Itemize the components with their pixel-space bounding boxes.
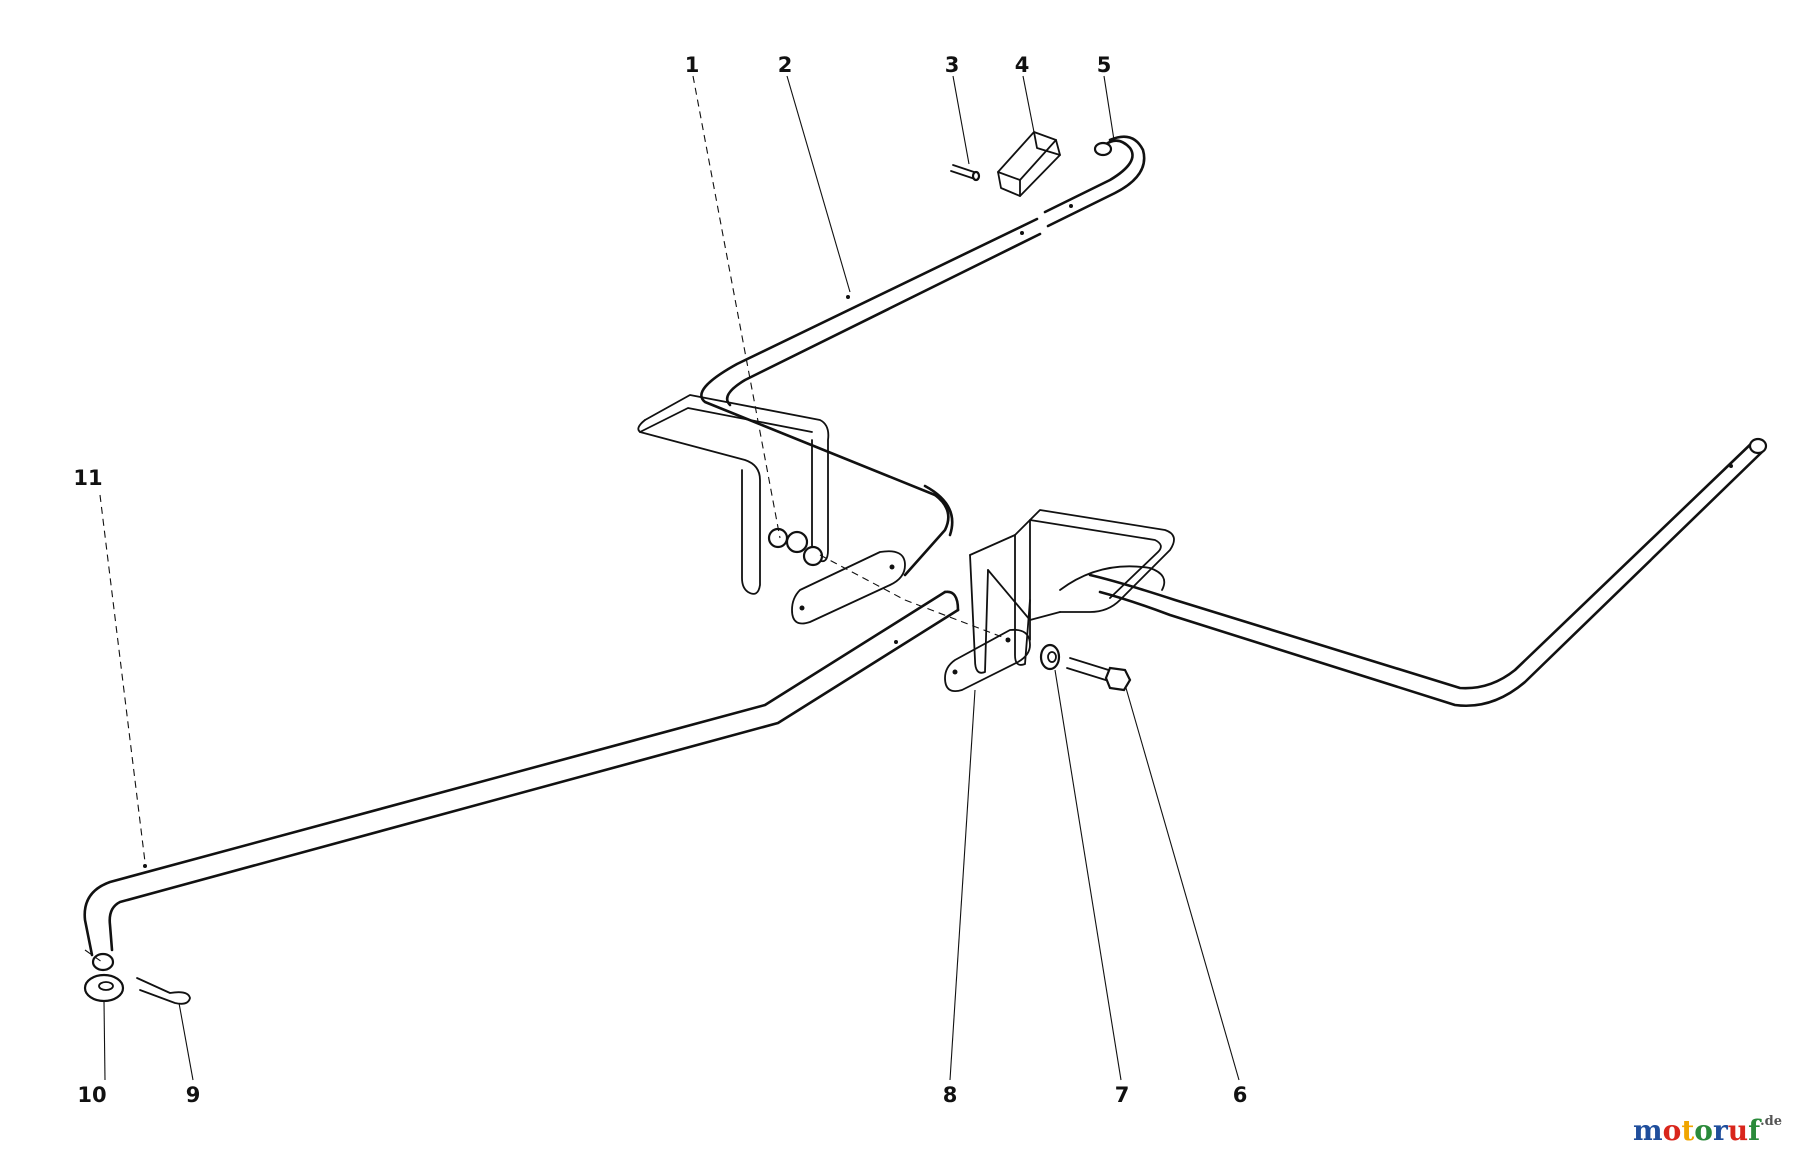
callout-10: 10 bbox=[77, 1083, 106, 1107]
watermark-logo: motoruf.de bbox=[1633, 1114, 1782, 1147]
flat-washer bbox=[83, 973, 125, 1003]
clip bbox=[997, 131, 1061, 197]
watermark-letter: u bbox=[1727, 1114, 1749, 1147]
right-link-plate bbox=[944, 628, 1031, 693]
assembly-lines bbox=[84, 554, 1011, 963]
callout-6: 6 bbox=[1233, 1083, 1248, 1107]
callout-numbers: 1 2 3 4 5 6 7 8 9 10 11 bbox=[73, 53, 1247, 1107]
watermark-letter: o bbox=[1694, 1114, 1713, 1147]
pin bbox=[950, 164, 981, 182]
left-handle-bracket bbox=[637, 394, 830, 595]
callout-9: 9 bbox=[186, 1083, 201, 1107]
watermark-letter: o bbox=[1662, 1114, 1682, 1147]
watermark-suffix: .de bbox=[1760, 1114, 1782, 1129]
watermark-letter: t bbox=[1681, 1114, 1695, 1147]
lower-handle-bar bbox=[83, 590, 960, 972]
bolt bbox=[1066, 657, 1132, 692]
washer bbox=[1039, 643, 1061, 671]
upper-handle-bar bbox=[700, 135, 1146, 577]
callout-2: 2 bbox=[778, 53, 793, 77]
callout-5: 5 bbox=[1097, 53, 1112, 77]
leader-lines bbox=[99, 75, 1240, 1081]
watermark-letter: r bbox=[1712, 1114, 1728, 1147]
right-handle-bar bbox=[1059, 437, 1768, 708]
callout-3: 3 bbox=[945, 53, 960, 77]
hairpin-cotter bbox=[136, 977, 191, 1005]
right-handle-bracket bbox=[969, 509, 1175, 674]
callout-1: 1 bbox=[685, 53, 700, 77]
watermark-letter: f bbox=[1748, 1114, 1761, 1147]
callout-11: 11 bbox=[73, 466, 102, 490]
callout-8: 8 bbox=[943, 1083, 958, 1107]
callout-7: 7 bbox=[1115, 1083, 1130, 1107]
callout-4: 4 bbox=[1015, 53, 1030, 77]
link-plate bbox=[791, 550, 906, 625]
watermark-letter: m bbox=[1632, 1114, 1663, 1147]
